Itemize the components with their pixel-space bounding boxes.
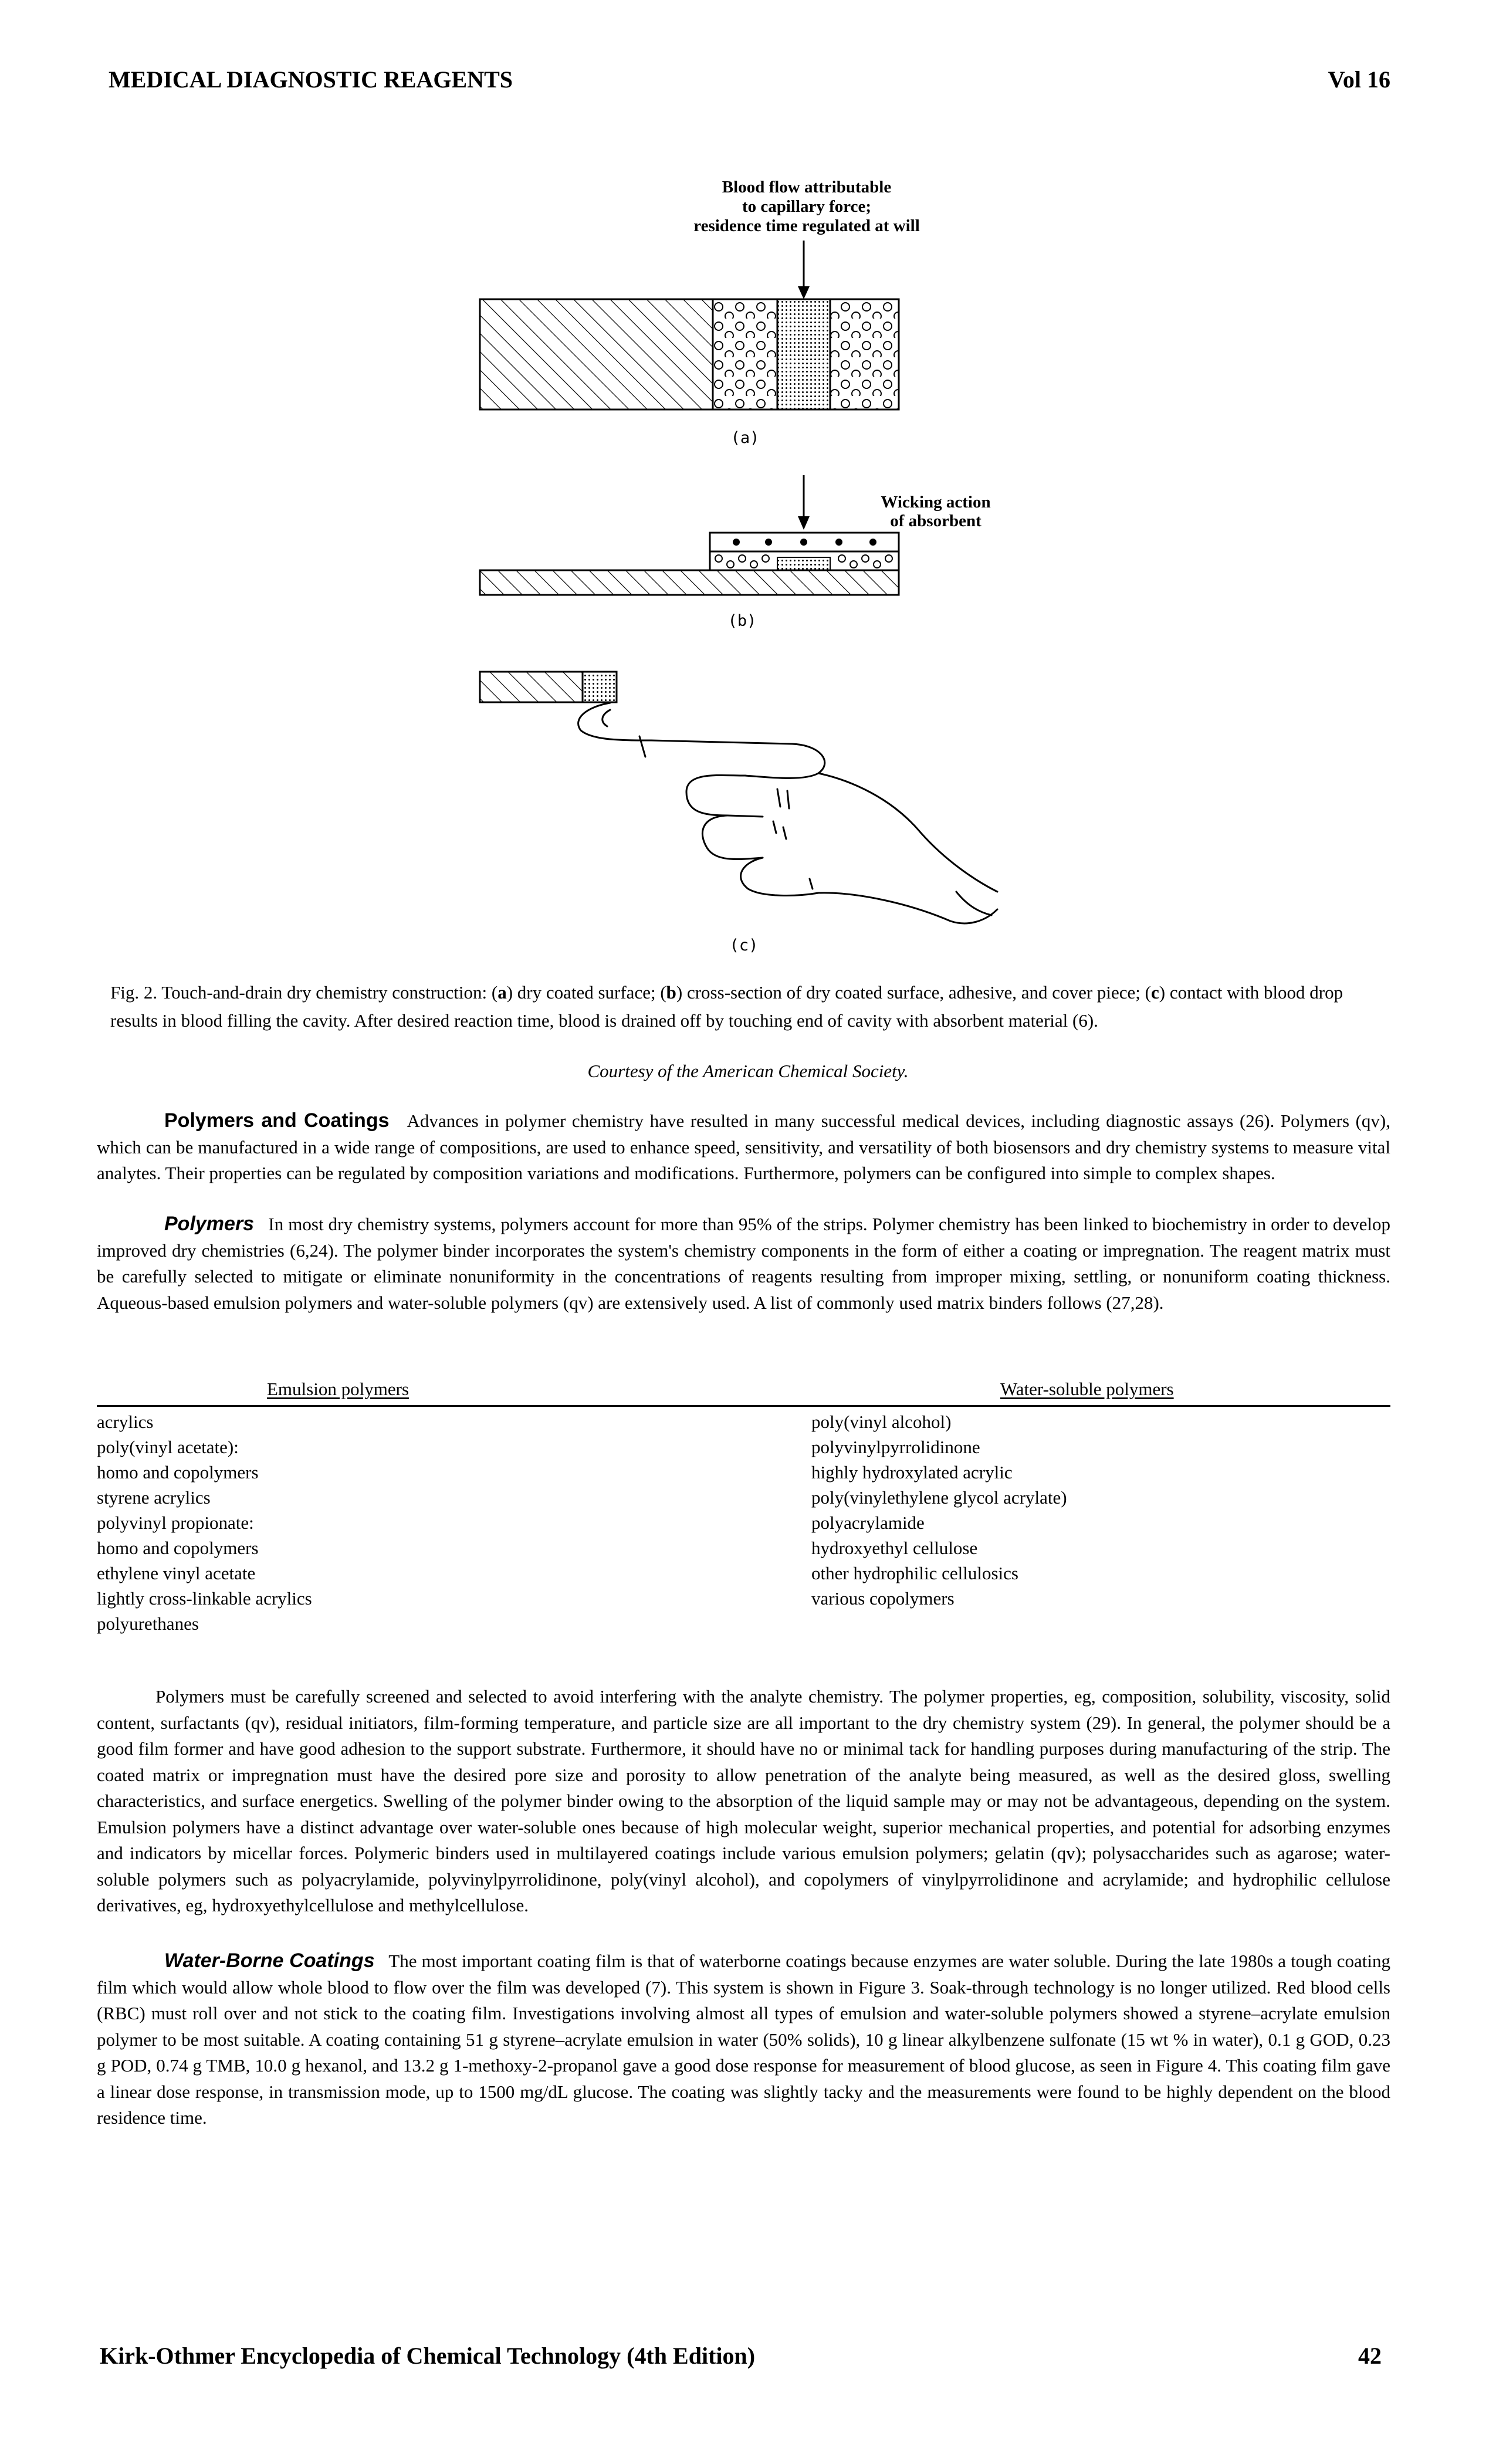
footer-page-number: 42 — [1358, 2343, 1382, 2369]
figure-panel-c: (c) — [730, 936, 759, 955]
figure-a-label-line-3: residence time regulated at will — [693, 216, 920, 235]
section-water-borne-coatings: Water-Borne Coatings The most important … — [97, 1948, 1390, 2131]
list-item: highly hydroxylated acrylic — [811, 1462, 1013, 1483]
list-item: ethylene vinyl acetate — [97, 1563, 256, 1583]
figure-c-strip — [479, 671, 618, 703]
heading-polymers-and-coatings: Polymers and Coatings — [164, 1109, 390, 1132]
running-header-volume: Vol 16 — [1328, 66, 1390, 93]
list-item: other hydrophilic cellulosics — [811, 1563, 1018, 1583]
running-header-title: MEDICAL DIAGNOSTIC REAGENTS — [109, 66, 513, 93]
figure-courtesy: Courtesy of the American Chemical Societ… — [587, 1061, 909, 1081]
figure-a-strip — [479, 298, 900, 411]
figure-caption: Fig. 2. Touch-and-drain dry chemistry co… — [110, 982, 1343, 1031]
list-item: styrene acrylics — [97, 1487, 211, 1508]
table-header-water-soluble: Water-soluble polymers — [1000, 1379, 1174, 1399]
body-polymers: In most dry chemistry systems, polymers … — [97, 1214, 1390, 1313]
figure-b-cross-section — [479, 532, 900, 596]
list-item: polyacrylamide — [811, 1512, 925, 1533]
list-item: polyurethanes — [97, 1613, 199, 1634]
list-item: poly(vinyl acetate): — [97, 1437, 239, 1457]
list-item: various copolymers — [811, 1588, 955, 1609]
list-item: polyvinylpyrrolidinone — [811, 1437, 980, 1457]
footer-source: Kirk-Othmer Encyclopedia of Chemical Tec… — [100, 2343, 756, 2369]
section-polymer-screening: Polymers must be carefully screened and … — [97, 1684, 1390, 1919]
list-item: lightly cross-linkable acrylics — [97, 1588, 312, 1609]
list-item: acrylics — [97, 1412, 154, 1432]
body-polymers-and-coatings: Advances in polymer chemistry have resul… — [97, 1111, 1391, 1183]
figure-a-label-line-2: to capillary force; — [742, 197, 871, 216]
table-header-emulsion: Emulsion polymers — [267, 1379, 409, 1399]
list-item: poly(vinylethylene glycol acrylate) — [811, 1487, 1067, 1508]
figure-b-label-line-1: Wicking action — [881, 493, 990, 512]
body-polymer-screening: Polymers must be carefully screened and … — [97, 1686, 1390, 1915]
emulsion-polymers-list: acrylics poly(vinyl acetate): homo and c… — [97, 1409, 312, 1636]
figure-a-label-line-1: Blood flow attributable — [722, 178, 892, 197]
body-water-borne-coatings: The most important coating film is that … — [97, 1951, 1390, 2128]
list-item: poly(vinyl alcohol) — [811, 1412, 952, 1432]
list-item: hydroxyethyl cellulose — [811, 1538, 978, 1558]
list-item: polyvinyl propionate: — [97, 1512, 254, 1533]
figure-panel-a: (a) — [731, 429, 760, 447]
section-polymers-and-coatings: Polymers and Coatings Advances in polyme… — [97, 1108, 1390, 1187]
water-soluble-polymers-list: poly(vinyl alcohol) polyvinylpyrrolidino… — [811, 1409, 1067, 1611]
section-polymers: Polymers In most dry chemistry systems, … — [97, 1211, 1390, 1316]
figure-b-label-line-2: of absorbent — [890, 512, 981, 530]
figure-panel-b: (b) — [728, 612, 757, 630]
table-rule — [97, 1405, 1390, 1407]
figure-2: Blood flow attributable to capillary for… — [479, 178, 999, 955]
heading-polymers: Polymers — [164, 1213, 255, 1235]
heading-water-borne-coatings: Water-Borne Coatings — [164, 1949, 375, 1972]
list-item: homo and copolymers — [97, 1462, 259, 1483]
hand-illustration — [577, 702, 999, 925]
list-item: homo and copolymers — [97, 1538, 259, 1558]
